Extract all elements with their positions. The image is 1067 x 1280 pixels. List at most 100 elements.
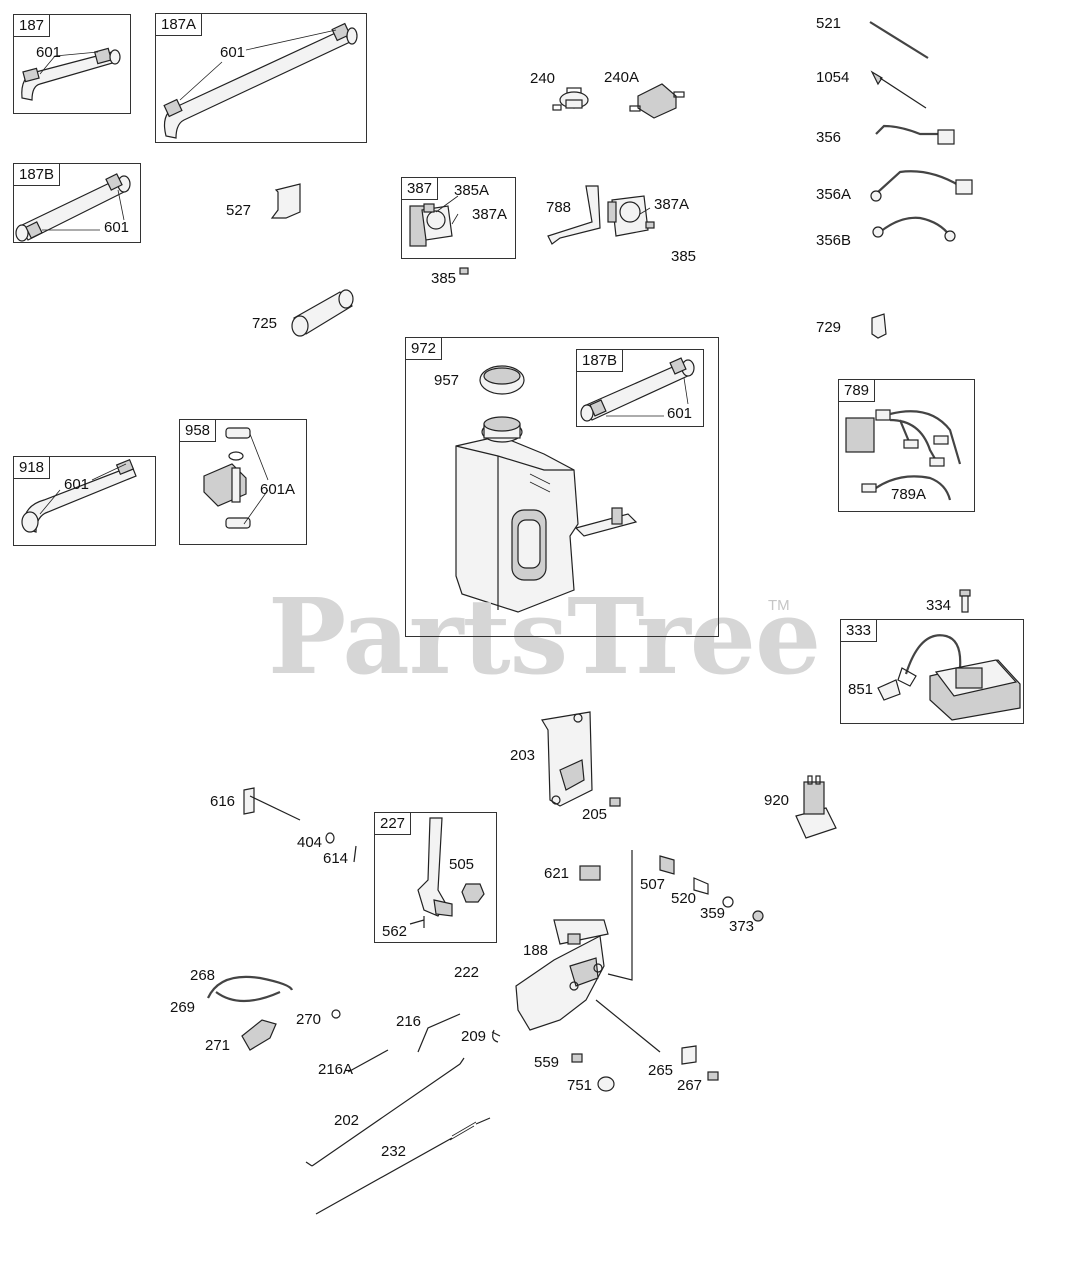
group-box-789 <box>838 379 975 512</box>
part-label-385-b[interactable]: 385 <box>671 248 697 265</box>
group-label-187b: 187B <box>13 163 61 186</box>
part-label-616[interactable]: 616 <box>210 793 236 810</box>
group-label-333: 333 <box>840 619 878 642</box>
part-label-209[interactable]: 209 <box>461 1028 487 1045</box>
part-label-1054[interactable]: 1054 <box>816 69 850 86</box>
group-label-187a: 187A <box>155 13 203 36</box>
group-box-187 <box>13 14 131 114</box>
part-label-621[interactable]: 621 <box>544 865 570 882</box>
part-label-958-601a[interactable]: 601A <box>260 481 296 498</box>
part-label-520[interactable]: 520 <box>671 890 697 907</box>
part-label-270[interactable]: 270 <box>296 1011 322 1028</box>
sleeve-725-drawing <box>291 289 354 337</box>
group-box-187a <box>155 13 367 143</box>
solenoid-920-drawing <box>795 775 837 839</box>
part-label-267[interactable]: 267 <box>677 1077 703 1094</box>
part-label-333-851[interactable]: 851 <box>848 681 874 698</box>
part-label-232[interactable]: 232 <box>381 1143 407 1160</box>
group-label-789: 789 <box>838 379 876 402</box>
part-label-222[interactable]: 222 <box>454 964 480 981</box>
part-label-387-385a[interactable]: 385A <box>454 182 490 199</box>
part-label-187b-601[interactable]: 601 <box>104 219 130 236</box>
group-label-187: 187 <box>13 14 51 37</box>
part-label-227-505[interactable]: 505 <box>449 856 475 873</box>
part-label-729[interactable]: 729 <box>816 319 842 336</box>
part-label-751[interactable]: 751 <box>567 1077 593 1094</box>
part-label-356[interactable]: 356 <box>816 129 842 146</box>
group-box-333 <box>840 619 1024 724</box>
hose-972-187b-drawing <box>580 357 695 422</box>
part-label-334[interactable]: 334 <box>926 597 952 614</box>
part-label-972-957[interactable]: 957 <box>434 372 460 389</box>
filter-240-drawing <box>552 83 685 119</box>
part-label-216[interactable]: 216 <box>396 1013 422 1030</box>
group-box-972-187b <box>576 349 704 427</box>
rod-202-drawing <box>305 1057 465 1167</box>
part-label-725[interactable]: 725 <box>252 315 278 332</box>
part-label-521[interactable]: 521 <box>816 15 842 32</box>
part-label-789-789a[interactable]: 789A <box>891 486 927 503</box>
group-label-918: 918 <box>13 456 51 479</box>
part-label-205[interactable]: 205 <box>582 806 608 823</box>
watermark-trademark: TM <box>768 597 790 614</box>
part-label-385[interactable]: 385 <box>431 270 457 287</box>
governor-assembly-drawing <box>515 850 764 1053</box>
bracket-788-drawing <box>547 185 655 245</box>
part-label-788[interactable]: 788 <box>546 199 572 216</box>
group-label-227: 227 <box>374 812 412 835</box>
part-label-187a-601[interactable]: 601 <box>220 44 246 61</box>
part-label-216a[interactable]: 216A <box>318 1061 354 1078</box>
group-box-227 <box>374 812 497 943</box>
part-label-269[interactable]: 269 <box>170 999 196 1016</box>
part-label-240a[interactable]: 240A <box>604 69 640 86</box>
group-box-918 <box>13 456 156 546</box>
part-label-918-601[interactable]: 601 <box>64 476 90 493</box>
group-box-387 <box>401 177 516 259</box>
group-box-972 <box>405 337 719 637</box>
group-box-187b <box>13 163 141 243</box>
wires-right-drawing <box>869 21 973 242</box>
part-label-356b[interactable]: 356B <box>816 232 852 249</box>
group-label-387: 387 <box>401 177 439 200</box>
part-label-203[interactable]: 203 <box>510 747 536 764</box>
part-label-972-187b-601[interactable]: 601 <box>667 405 693 422</box>
clip-265-drawing <box>681 1045 697 1065</box>
group-label-972-187b: 187B <box>576 349 624 372</box>
part-label-268[interactable]: 268 <box>190 967 216 984</box>
bracket-203-drawing <box>541 711 593 807</box>
hose-187-drawing <box>21 47 121 101</box>
group-label-958: 958 <box>179 419 217 442</box>
part-label-373[interactable]: 373 <box>729 918 755 935</box>
part-label-187-601[interactable]: 601 <box>36 44 62 61</box>
rod-616-drawing <box>243 787 357 863</box>
part-label-614[interactable]: 614 <box>323 850 349 867</box>
part-label-507[interactable]: 507 <box>640 876 666 893</box>
cable-268-drawing <box>207 975 341 1051</box>
part-label-920[interactable]: 920 <box>764 792 790 809</box>
hose-918-drawing <box>21 458 137 533</box>
links-216-drawing <box>347 1013 501 1073</box>
bolt-334-drawing <box>959 589 971 613</box>
part-label-387-387a[interactable]: 387A <box>472 206 508 223</box>
hose-187a-drawing <box>163 22 358 139</box>
clip-729-drawing <box>871 313 887 339</box>
part-label-387a[interactable]: 387A <box>654 196 690 213</box>
spring-232-drawing <box>315 1117 491 1215</box>
part-label-265[interactable]: 265 <box>648 1062 674 1079</box>
hose-187b-drawing <box>15 173 131 242</box>
part-label-271[interactable]: 271 <box>205 1037 231 1054</box>
part-label-240[interactable]: 240 <box>530 70 556 87</box>
part-label-559[interactable]: 559 <box>534 1054 560 1071</box>
screw-267-drawing <box>707 1071 719 1081</box>
lever-227-drawing <box>409 817 485 928</box>
part-label-227-562[interactable]: 562 <box>382 923 408 940</box>
screw-205-drawing <box>609 797 621 807</box>
part-label-527[interactable]: 527 <box>226 202 252 219</box>
group-box-958 <box>179 419 307 545</box>
part-label-188[interactable]: 188 <box>523 942 549 959</box>
part-label-404[interactable]: 404 <box>297 834 323 851</box>
part-label-356a[interactable]: 356A <box>816 186 852 203</box>
part-label-359[interactable]: 359 <box>700 905 726 922</box>
part-label-202[interactable]: 202 <box>334 1112 360 1129</box>
